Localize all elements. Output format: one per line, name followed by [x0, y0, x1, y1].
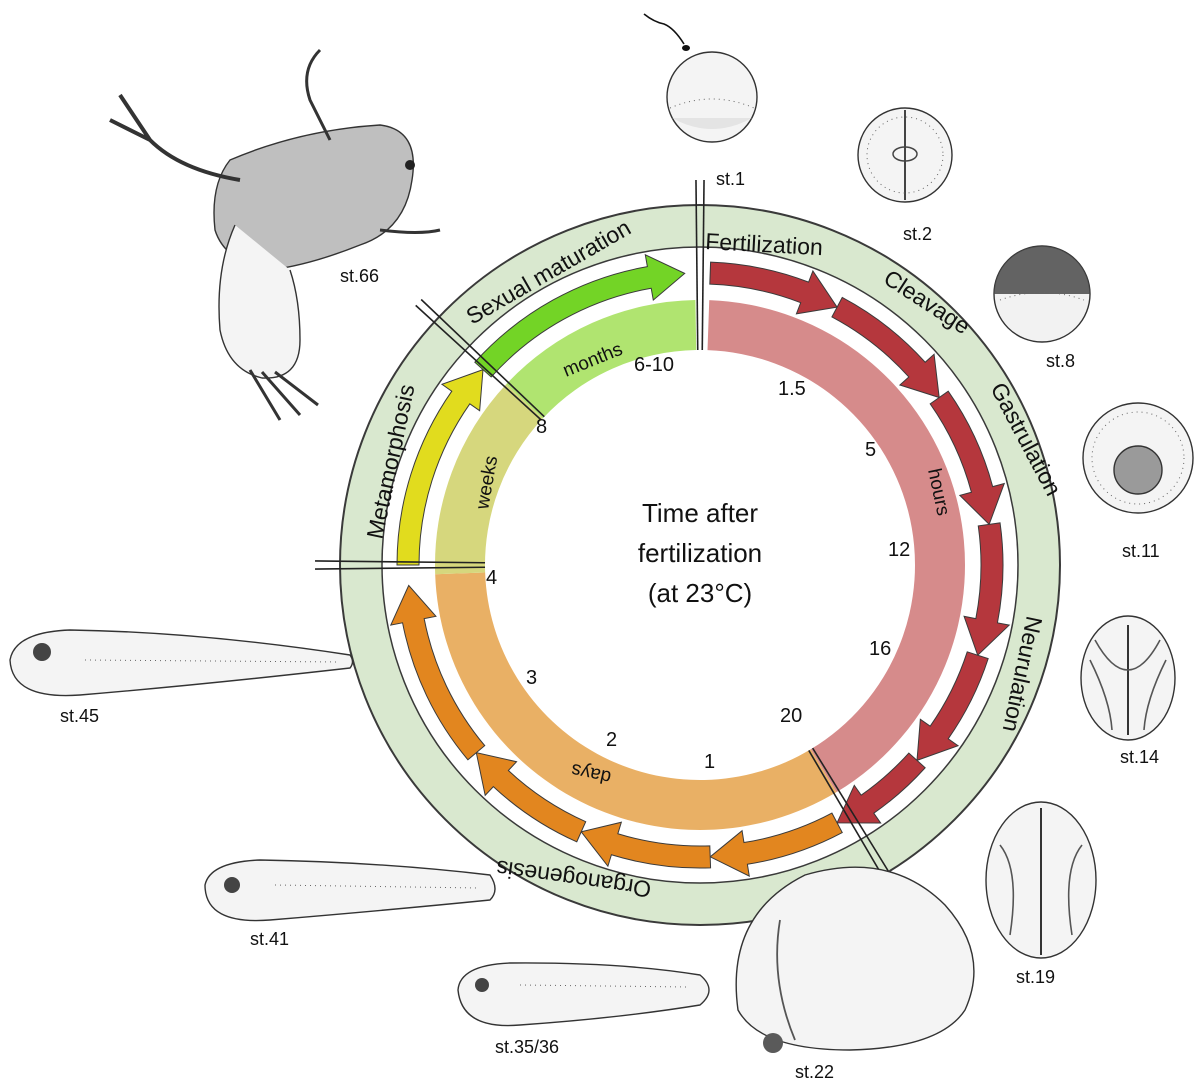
- stage-41-label: st.41: [250, 929, 289, 949]
- stage-14-label: st.14: [1120, 747, 1159, 767]
- stage-2-embryo-illustration: [858, 108, 952, 202]
- tick-20h: 20: [780, 705, 802, 727]
- stage-2-label: st.2: [903, 224, 932, 244]
- stage-45-label: st.45: [60, 706, 99, 726]
- stage-35-36-label: st.35/36: [495, 1037, 559, 1057]
- center-title-line3: (at 23°C): [648, 578, 752, 608]
- stage-22-label: st.22: [795, 1062, 834, 1082]
- stage-11-label: st.11: [1122, 541, 1160, 561]
- tick-3d: 3: [526, 667, 537, 689]
- tick-1-5h: 1.5: [778, 378, 806, 400]
- stage-66-adult-frog-illustration: [110, 50, 440, 420]
- tick-2d: 2: [606, 729, 617, 751]
- stage-19-label: st.19: [1016, 967, 1055, 987]
- stage-41-tadpole-illustration: [205, 860, 495, 921]
- stage-1-egg-illustration: [644, 14, 757, 142]
- stage-45-tadpole-illustration: [10, 630, 353, 696]
- stage-1-label: st.1: [716, 169, 745, 189]
- tick-5h: 5: [865, 439, 876, 461]
- stage-14-embryo-illustration: [1081, 616, 1175, 740]
- tick-8w: 8: [536, 416, 547, 438]
- center-title-line1: Time after: [642, 498, 758, 528]
- center-title-line2: fertilization: [638, 538, 762, 568]
- stage-35-36-tadpole-illustration: [458, 963, 709, 1026]
- tick-16h: 16: [869, 638, 891, 660]
- stage-8-label: st.8: [1046, 351, 1075, 371]
- tick-1d: 1: [704, 751, 715, 773]
- tick-12h: 12: [888, 539, 910, 561]
- tick-4d: 4: [486, 567, 497, 589]
- stage-8-embryo-illustration: [994, 246, 1090, 342]
- tick-6-10m: 6-10: [634, 354, 674, 376]
- stage-19-embryo-illustration: [986, 802, 1096, 958]
- stage-66-label: st.66: [340, 266, 379, 286]
- stage-11-embryo-illustration: [1083, 403, 1193, 513]
